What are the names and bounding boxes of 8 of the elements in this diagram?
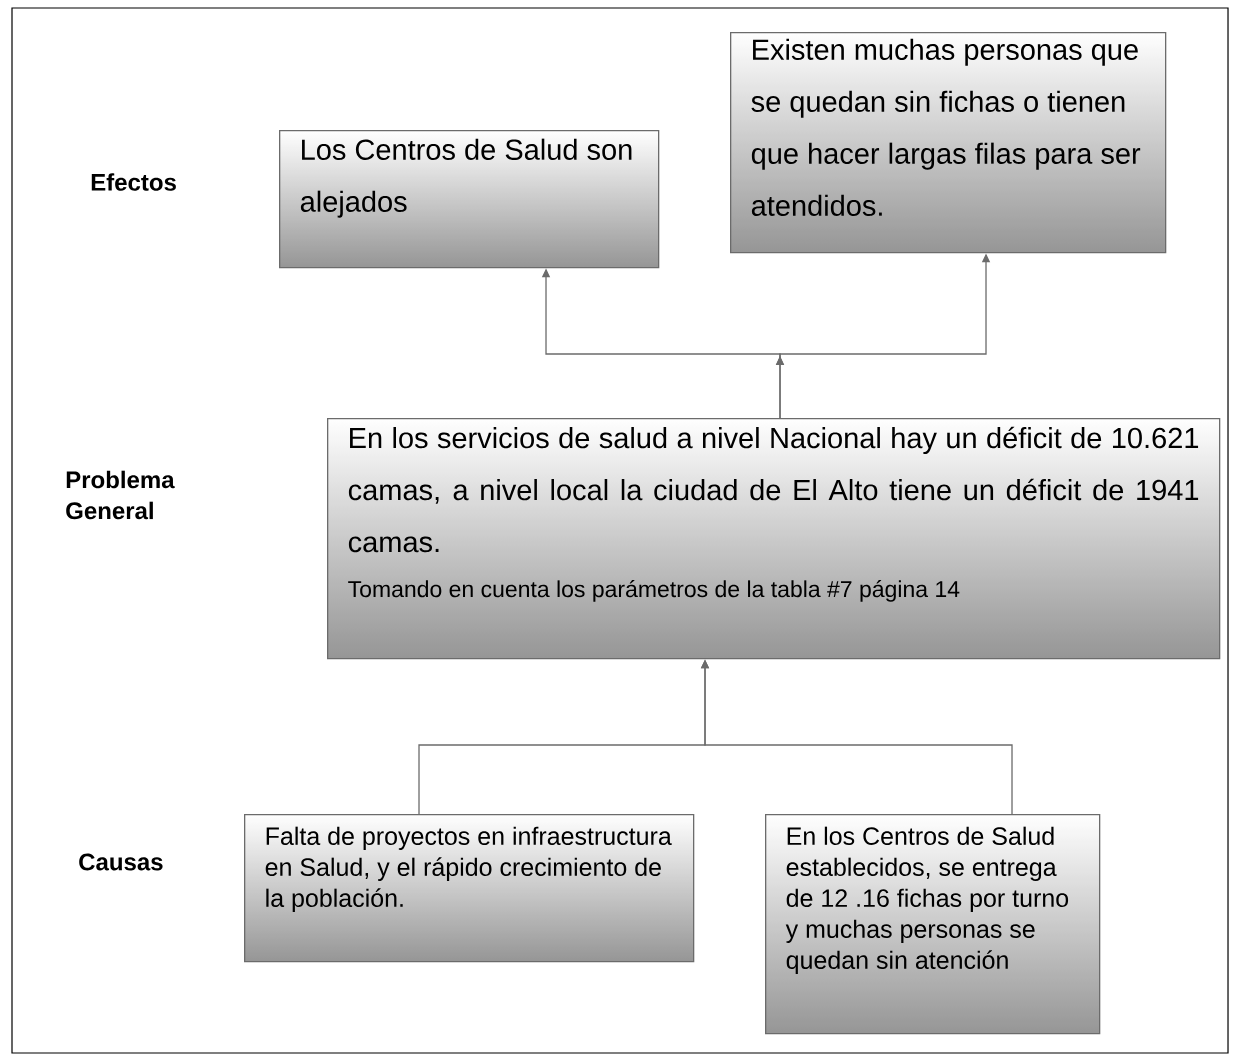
row-label: Efectos <box>91 173 176 191</box>
text-box: Falta de proyectos en infraestructura en Salud, y el rápido crecimiento de la población. <box>244 814 695 963</box>
text-box: En los Centros de Salud establecidos, se entrega de 12 .16 fichas por turno y muchas personas se quedan sin atención <box>765 814 1101 1035</box>
row-label: Causas <box>79 853 163 871</box>
text-box: En los servicios de salud a nivel Nacional hay un déficit de 10.621 camas, a nivel local la ciudad de El Alto tiene un déficit de 1941 camas. Tomando en cuenta los parámetros de la tabla #7 página 14 <box>327 418 1221 660</box>
row-label: Problema General <box>66 470 175 520</box>
text-box: Existen muchas personas que se quedan sin fichas o tienen que hacer largas filas para ser atendidos. <box>730 32 1167 254</box>
text-box: Los Centros de Salud son alejados <box>279 130 660 269</box>
